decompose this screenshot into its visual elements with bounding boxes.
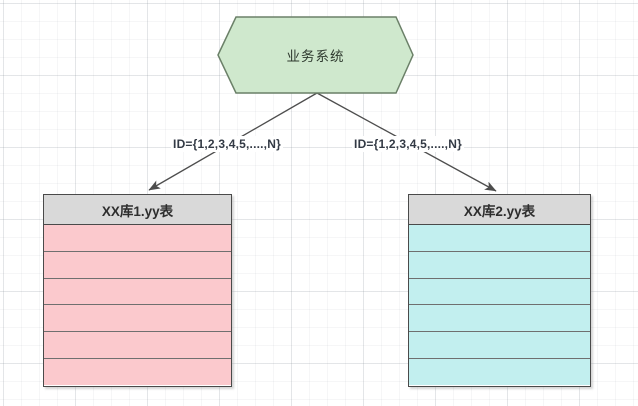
table-row	[409, 358, 590, 385]
table-right[interactable]: XX库2.yy表	[408, 194, 591, 387]
table-row	[409, 277, 590, 305]
table-right-rows	[409, 225, 590, 385]
table-left-header[interactable]: XX库1.yy表	[44, 195, 231, 225]
table-row	[44, 358, 231, 385]
table-row	[44, 277, 231, 305]
table-row	[409, 250, 590, 278]
table-row	[44, 225, 231, 251]
table-left-rows	[44, 225, 231, 385]
table-row	[409, 331, 590, 359]
table-row	[44, 250, 231, 278]
hexagon-label: 业务系统	[286, 49, 345, 64]
table-right-title: XX库2.yy表	[463, 203, 536, 219]
table-row	[44, 304, 231, 332]
table-right-header[interactable]: XX库2.yy表	[409, 195, 590, 225]
table-row	[409, 304, 590, 332]
table-row	[44, 331, 231, 359]
edge-label-right[interactable]: ID={1,2,3,4,5,....,N}	[352, 136, 464, 152]
table-left[interactable]: XX库1.yy表	[43, 194, 232, 387]
table-left-title: XX库1.yy表	[101, 203, 174, 219]
table-row	[409, 225, 590, 251]
edge-label-left[interactable]: ID={1,2,3,4,5,....,N}	[171, 136, 283, 152]
hexagon-shape[interactable]	[217, 16, 414, 94]
